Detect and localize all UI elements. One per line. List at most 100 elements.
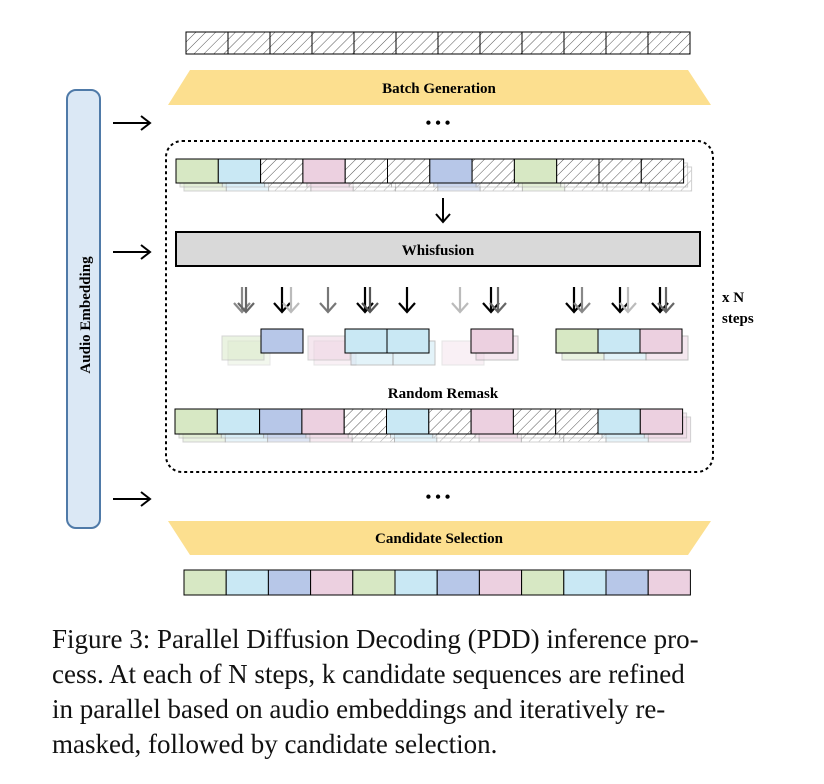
token-cell xyxy=(302,158,346,184)
token-cell xyxy=(605,569,649,596)
predicted-token xyxy=(260,328,304,354)
arrow-to-model xyxy=(435,198,451,224)
token-cell xyxy=(598,158,642,184)
token-cell xyxy=(647,31,691,55)
predicted-token xyxy=(639,328,683,354)
random-remask-label: Random Remask xyxy=(388,386,499,402)
token-cell xyxy=(428,408,472,435)
audio-arrow-middle xyxy=(113,244,152,260)
token-cell xyxy=(216,408,261,435)
caption-line-3: in parallel based on audio embeddings an… xyxy=(52,694,666,724)
prediction-arrow xyxy=(398,287,416,314)
token-cell xyxy=(512,408,557,435)
token-cell xyxy=(344,158,389,184)
batch-generation-banner xyxy=(168,70,711,105)
token-cell xyxy=(183,569,227,596)
prediction-arrow xyxy=(361,287,379,314)
caption-line-4: masked, followed by candidate selection. xyxy=(52,729,498,759)
token-cell xyxy=(217,158,262,184)
predicted-token xyxy=(597,328,641,354)
token-cell xyxy=(555,408,599,435)
token-cell xyxy=(563,569,607,596)
output-sequence xyxy=(183,569,691,596)
masked-input-sequence xyxy=(185,31,691,55)
token-cell xyxy=(647,569,691,596)
token-cell xyxy=(478,569,523,596)
parallel-prediction-arrows xyxy=(233,287,675,314)
token-cell xyxy=(260,158,304,184)
token-cell xyxy=(429,158,473,184)
token-cell xyxy=(225,569,269,596)
prediction-arrow xyxy=(565,287,583,314)
token-cell xyxy=(470,408,514,435)
predicted-token xyxy=(221,335,265,361)
token-cell xyxy=(471,158,515,184)
predicted-token xyxy=(344,328,388,354)
candidate-sequences xyxy=(175,158,693,192)
token-cell xyxy=(311,31,355,55)
prediction-arrow xyxy=(619,287,637,314)
token-cell xyxy=(301,408,345,435)
token-cell xyxy=(343,408,388,435)
prediction-arrow xyxy=(319,287,337,314)
token-cell xyxy=(556,158,600,184)
audio-arrow-top xyxy=(113,115,152,131)
token-cell xyxy=(185,31,229,55)
token-cell xyxy=(395,31,439,55)
steps-word-label: steps xyxy=(722,311,754,327)
prediction-arrow xyxy=(611,287,629,314)
token-cell xyxy=(437,31,481,55)
predicted-token xyxy=(307,335,351,361)
token-cell xyxy=(640,158,685,184)
remasked-sequences xyxy=(174,408,692,443)
token-cell xyxy=(521,569,565,596)
token-cell xyxy=(387,158,431,184)
token-cell xyxy=(310,569,354,596)
audio-embedding-bar xyxy=(66,89,101,529)
predicted-token-groups xyxy=(221,328,689,366)
token-cell xyxy=(352,569,396,596)
ellipsis-bottom: • • • xyxy=(426,489,451,506)
ellipsis-top: • • • xyxy=(426,115,451,132)
predicted-token xyxy=(470,328,514,354)
token-cell xyxy=(269,31,313,55)
prediction-arrow xyxy=(282,287,300,314)
caption-line-2: cess. At each of N steps, k candidate se… xyxy=(52,659,685,689)
batch-generation-label: Batch Generation xyxy=(382,81,496,97)
token-cell xyxy=(513,158,558,184)
token-cell xyxy=(563,31,607,55)
predicted-token xyxy=(386,328,430,354)
figure-caption: Figure 3: Parallel Diffusion Decoding (P… xyxy=(52,622,772,762)
candidate-selection-banner xyxy=(168,521,711,555)
caption-line-1: Figure 3: Parallel Diffusion Decoding (P… xyxy=(52,624,699,654)
token-cell xyxy=(227,31,271,55)
audio-arrow-bottom xyxy=(113,491,152,507)
token-cell xyxy=(605,31,649,55)
prediction-arrow xyxy=(482,287,500,314)
candidate-selection-label: Candidate Selection xyxy=(375,531,504,547)
token-cell xyxy=(267,569,312,596)
token-cell xyxy=(479,31,523,55)
audio-embedding-label: Audio Embedding xyxy=(78,256,94,374)
steps-count-label: x N xyxy=(722,290,744,306)
token-cell xyxy=(639,408,684,435)
prediction-arrow xyxy=(451,287,469,314)
whisfusion-model-box xyxy=(175,231,701,267)
token-cell xyxy=(174,408,218,435)
token-cell xyxy=(597,408,641,435)
token-cell xyxy=(259,408,303,435)
prediction-arrow xyxy=(273,287,291,314)
prediction-arrow xyxy=(657,287,675,314)
token-cell xyxy=(175,158,219,184)
token-cell xyxy=(353,31,397,55)
prediction-arrow xyxy=(573,287,591,314)
token-cell xyxy=(436,569,480,596)
prediction-arrow xyxy=(489,287,507,314)
token-cell xyxy=(394,569,438,596)
token-cell xyxy=(386,408,430,435)
predicted-token xyxy=(555,328,599,354)
pdd-diagram: Audio Embedding Batch Generation • • • W… xyxy=(66,31,754,596)
prediction-arrow xyxy=(237,287,255,314)
whisfusion-label: Whisfusion xyxy=(402,243,475,259)
token-cell xyxy=(521,31,565,55)
